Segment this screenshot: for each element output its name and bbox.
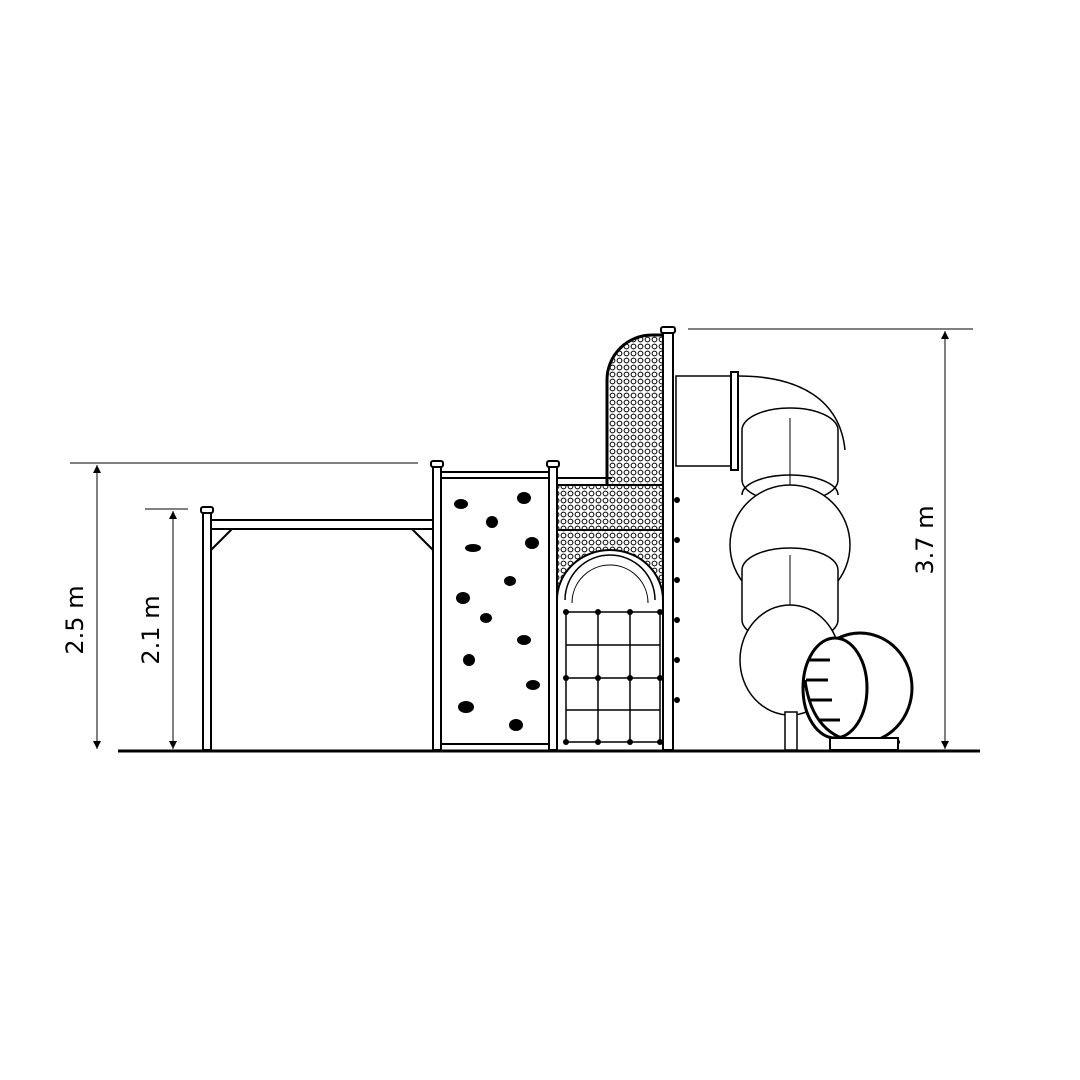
dimension-label: 3.7 m xyxy=(911,505,939,574)
dimension-label: 2.1 m xyxy=(137,595,165,664)
tube-slide xyxy=(675,371,914,751)
tower xyxy=(605,326,680,751)
dimension-3-7m: 3.7 m xyxy=(688,328,973,749)
climbing-net xyxy=(565,611,661,743)
net-section xyxy=(556,477,664,745)
dimension-2-1m: 2.1 m xyxy=(137,508,188,749)
climbing-wall xyxy=(430,460,560,751)
climbing-holds xyxy=(454,492,540,731)
monkey-bars xyxy=(200,506,434,751)
dimension-2-5m: 2.5 m xyxy=(61,462,418,749)
dimension-label: 2.5 m xyxy=(61,585,89,654)
